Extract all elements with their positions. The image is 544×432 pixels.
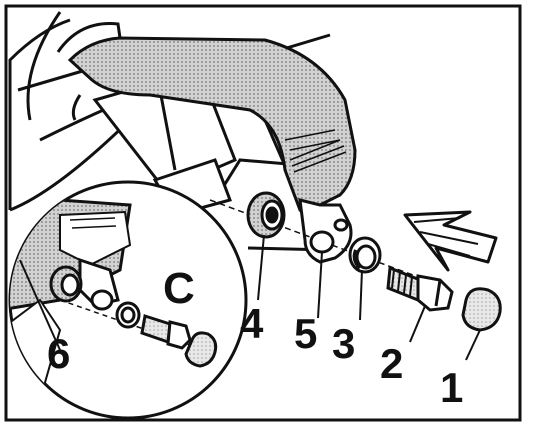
part-3-washer: [348, 236, 382, 274]
callout-3: 3: [332, 320, 355, 367]
part-1-cap: [461, 287, 502, 332]
handle-logo: [289, 139, 347, 173]
part-4-bushing: [246, 191, 286, 239]
part-5-bracket: [309, 218, 349, 254]
leader-lines: [257, 234, 481, 361]
callout-1: 1: [440, 364, 463, 411]
part-2-bolt: [386, 265, 454, 312]
direction-arrow: [403, 210, 498, 272]
callout-5: 5: [294, 310, 317, 357]
callout-detail-c: C: [163, 264, 195, 313]
callout-2: 2: [380, 340, 403, 387]
callout-6: 6: [47, 330, 70, 377]
part-6-bushing: [49, 265, 83, 303]
callout-4: 4: [240, 300, 264, 347]
